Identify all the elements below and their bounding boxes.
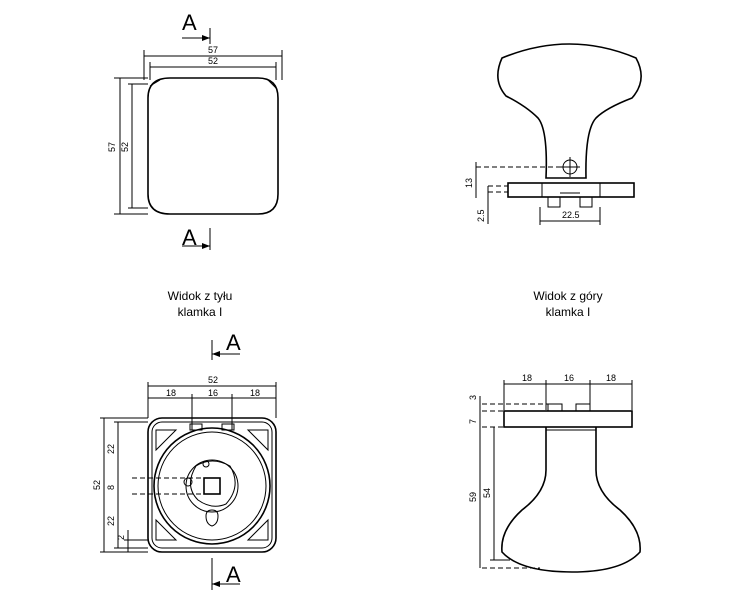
dim-7: 7 xyxy=(468,419,478,424)
dim-18-top-right: 18 xyxy=(606,373,616,383)
top-view-caption-line1: Widok z góry xyxy=(533,289,603,303)
dim-52-back-width: 52 xyxy=(208,375,218,385)
dim-2: 2 xyxy=(116,535,126,540)
back-view-caption-line1: Widok z tyłu xyxy=(167,289,233,303)
dim-52-height: 52 xyxy=(120,142,130,152)
dim-59: 59 xyxy=(468,492,478,502)
dim-22-5: 22.5 xyxy=(562,210,580,220)
back-view-caption: Widok z tyłu klamka I xyxy=(138,288,262,320)
dim-2-5: 2.5 xyxy=(476,209,486,222)
back-view-caption-line2: klamka I xyxy=(177,305,223,319)
dim-22-top: 22 xyxy=(106,444,116,454)
dim-13: 13 xyxy=(464,178,474,188)
side-view: 13 2.5 22.5 xyxy=(464,43,642,225)
back-view: A A 52 xyxy=(92,330,277,590)
dim-3: 3 xyxy=(468,395,478,400)
top-view-caption: Widok z góry klamka I xyxy=(506,288,630,320)
dim-18-top-left: 18 xyxy=(522,373,532,383)
front-view: A A 57 52 57 52 xyxy=(107,10,283,250)
dim-8: 8 xyxy=(106,485,116,490)
section-mark-back-top: A xyxy=(226,330,241,355)
dim-16-mid: 16 xyxy=(208,388,218,398)
dim-18-right: 18 xyxy=(250,388,260,398)
dim-22-bottom: 22 xyxy=(106,516,116,526)
section-mark-top: A xyxy=(182,10,197,35)
dim-57-width: 57 xyxy=(208,45,218,55)
dim-57-height: 57 xyxy=(107,142,117,152)
dim-18-left: 18 xyxy=(166,388,176,398)
top-view: 18 16 18 3 7 59 54 xyxy=(468,373,641,573)
section-mark-bottom: A xyxy=(182,225,197,250)
dim-52-width: 52 xyxy=(208,56,218,66)
dim-52-back-height: 52 xyxy=(92,480,102,490)
dim-54: 54 xyxy=(482,488,492,498)
section-mark-back-bottom: A xyxy=(226,562,241,587)
dim-16-top-mid: 16 xyxy=(564,373,574,383)
top-view-caption-line2: klamka I xyxy=(545,305,591,319)
